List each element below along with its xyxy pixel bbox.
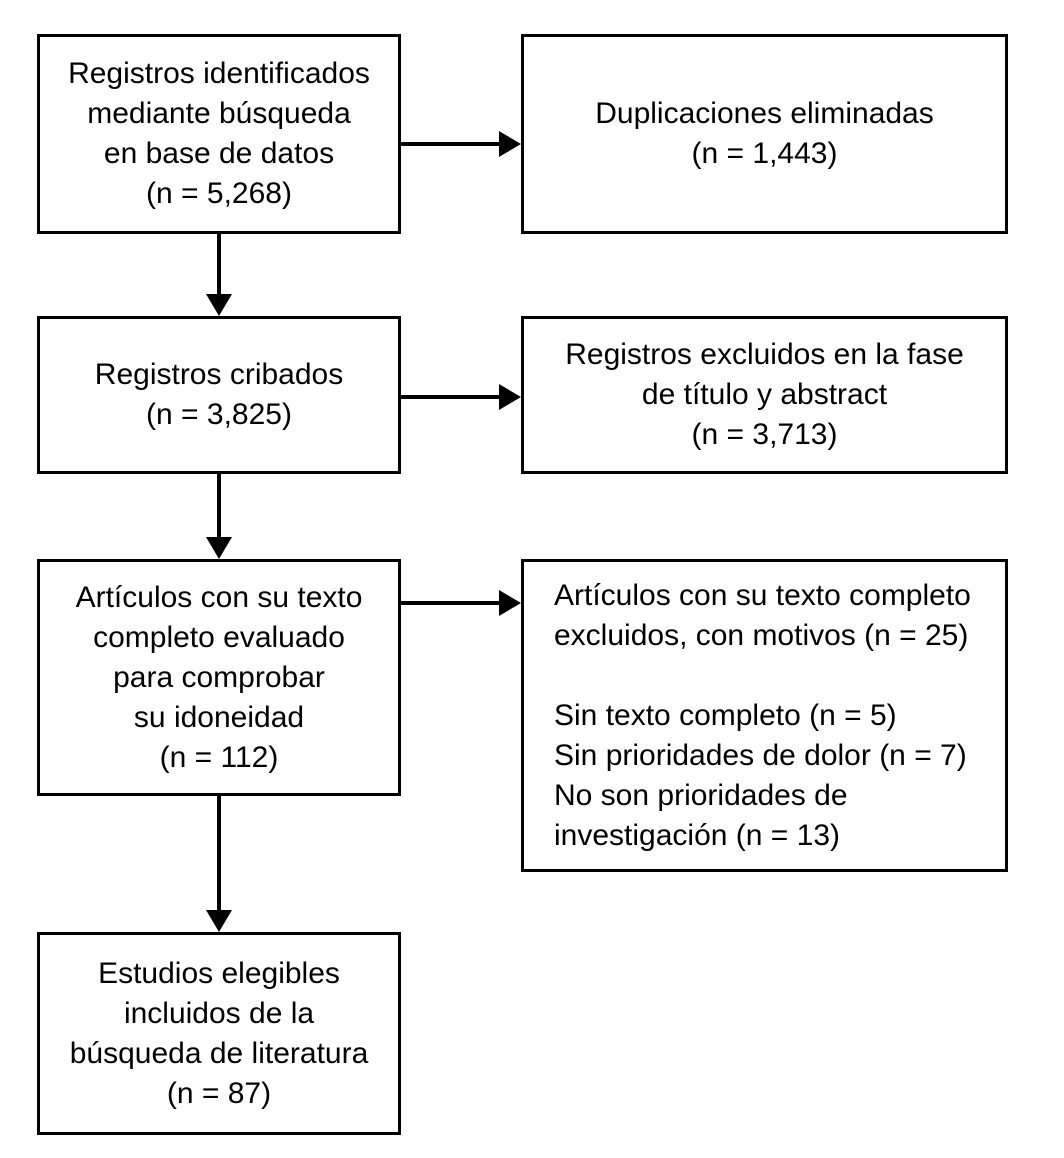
node-line: completo evaluado (93, 620, 345, 654)
node-line: mediante búsqueda (87, 97, 351, 130)
arrow-head-right-icon (499, 384, 521, 410)
arrow-shaft (401, 395, 503, 399)
arrow-fulltext-to-included-icon (206, 796, 232, 934)
arrow-shaft (217, 234, 221, 298)
node-line: Estudios elegibles (98, 956, 340, 990)
node-line: su idoneidad (133, 700, 305, 734)
arrow-shaft (401, 142, 503, 146)
node-fulltext-assessed: Artículos con su texto completo evaluado… (37, 559, 401, 796)
arrow-head-down-icon (206, 294, 232, 316)
node-fulltext-excluded: Artículos con su texto completo excluido… (521, 559, 1008, 872)
node-reason-no-fulltext: Sin texto completo (n = 5) (554, 698, 897, 732)
node-line: incluidos de la (123, 996, 315, 1030)
node-line: Registros cribados (94, 358, 344, 391)
node-count: (n = 1,443) (691, 137, 838, 170)
node-count: (n = 112) (159, 740, 279, 774)
node-line: en base de datos (103, 137, 335, 170)
arrow-head-right-icon (499, 590, 521, 616)
node-count: (n = 5,268) (146, 177, 292, 210)
arrow-shaft (217, 796, 221, 914)
node-line: Registros identificados (68, 57, 370, 90)
node-count: (n = 3,713) (691, 418, 838, 451)
node-reason-not-research-priorities-2: investigación (n = 13) (554, 818, 840, 852)
node-studies-included: Estudios elegibles incluidos de la búsqu… (37, 932, 401, 1135)
node-line: Artículos con su texto completo (554, 578, 971, 612)
node-duplicates-removed: Duplicaciones eliminadas (n = 1,443) (521, 34, 1008, 234)
arrow-head-down-icon (206, 910, 232, 932)
arrow-shaft (217, 474, 221, 541)
arrow-head-down-icon (206, 537, 232, 559)
arrow-identified-to-screened-icon (206, 234, 232, 318)
node-line: de título y abstract (641, 378, 888, 411)
node-line: para comprobar (113, 660, 325, 694)
arrow-fulltext-to-excluded-icon (401, 590, 523, 616)
arrow-screened-to-excluded-icon (401, 384, 523, 410)
node-records-screened: Registros cribados (n = 3,825) (37, 316, 401, 474)
node-reason-not-research-priorities-1: No son prioridades de (554, 778, 848, 812)
node-line: Duplicaciones eliminadas (595, 97, 934, 130)
node-count: (n = 87) (166, 1076, 272, 1110)
node-count: (n = 3,825) (146, 398, 292, 431)
node-line: Artículos con su texto (75, 580, 363, 614)
arrow-shaft (401, 601, 503, 605)
node-records-excluded-title-abstract: Registros excluidos en la fase de título… (521, 316, 1008, 474)
arrow-identified-to-duplicates-icon (401, 131, 523, 157)
node-line: búsqueda de literatura (69, 1036, 369, 1070)
arrow-head-right-icon (499, 131, 521, 157)
node-line: excluidos, con motivos (n = 25) (554, 618, 969, 652)
node-records-identified: Registros identificados mediante búsqued… (37, 34, 401, 234)
arrow-screened-to-fulltext-icon (206, 474, 232, 561)
node-line: Registros excluidos en la fase (565, 338, 964, 371)
node-reason-no-pain-priorities: Sin prioridades de dolor (n = 7) (554, 738, 967, 772)
